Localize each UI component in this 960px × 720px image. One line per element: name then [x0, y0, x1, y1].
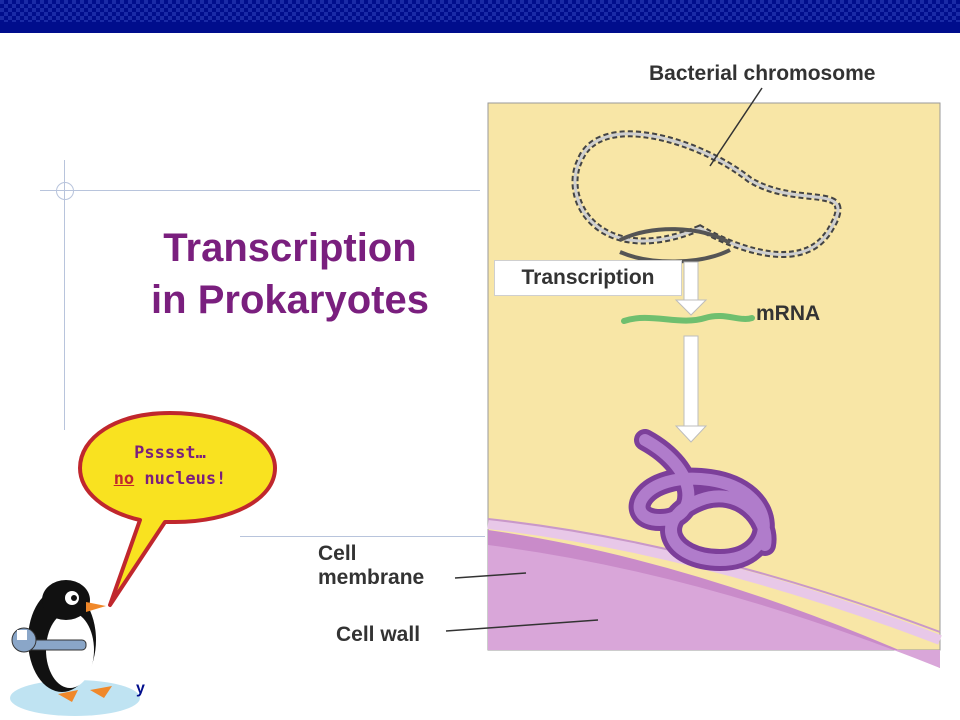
mrna-strand	[621, 313, 755, 324]
guide-circle	[56, 182, 74, 200]
wrench-icon	[11, 627, 87, 653]
bubble-line-2-rest: nucleus!	[134, 469, 227, 489]
label-cell-membrane-line1: Cell	[318, 542, 357, 565]
speech-bubble-text: Psssst… no nucleus!	[80, 440, 260, 492]
label-transcription: Transcription	[494, 260, 682, 296]
bubble-line-1: Psssst…	[134, 443, 206, 463]
label-mrna: mRNA	[756, 302, 821, 325]
bubble-no-word: no	[113, 469, 135, 489]
corner-text: y	[136, 680, 145, 697]
down-arrow-icon	[674, 261, 708, 316]
guide-line-vertical	[64, 160, 65, 430]
guide-line-lower	[240, 536, 485, 537]
wall-pointer-line	[445, 619, 599, 632]
label-cell-membrane: Cell membrane	[318, 542, 424, 590]
guide-line-horizontal	[40, 190, 480, 191]
label-cell-membrane-line2: membrane	[318, 566, 425, 589]
title-line-1: Transcription	[163, 226, 417, 270]
down-arrow-icon	[674, 335, 708, 443]
top-banner	[0, 0, 960, 33]
slide-title: Transcription in Prokaryotes	[100, 222, 480, 326]
cell-wall-inner	[488, 545, 940, 668]
label-cell-wall: Cell wall	[336, 623, 421, 646]
bubble-line-2: no nucleus!	[80, 466, 260, 492]
speech-bubble	[78, 411, 277, 607]
protein-ribbon	[628, 429, 777, 572]
membrane-pointer-line	[454, 572, 527, 579]
chromosome-pointer-line	[709, 87, 763, 167]
title-line-2: in Prokaryotes	[151, 278, 429, 322]
label-bacterial-chromosome: Bacterial chromosome	[649, 62, 876, 85]
